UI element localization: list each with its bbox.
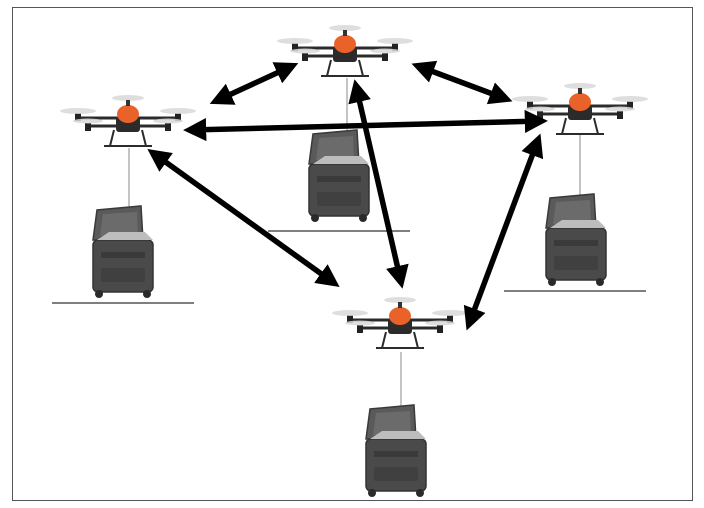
tethered-drone-icon	[58, 93, 198, 148]
tethered-drone-icon	[510, 81, 650, 136]
ground-case-icon	[545, 193, 607, 287]
ground-case-icon	[92, 205, 154, 299]
tethered-drone-icon	[330, 295, 470, 350]
link-arrow-left-top	[209, 62, 299, 105]
link-arrow-right-center	[463, 133, 544, 331]
ground-case-icon	[308, 129, 370, 223]
ground-case-icon	[365, 404, 427, 498]
link-arrow-left-center	[147, 148, 340, 288]
tethered-drone-icon	[275, 23, 415, 78]
link-arrow-top-right	[411, 60, 513, 105]
link-arrow-top-center	[348, 79, 409, 289]
diagram-frame	[12, 7, 693, 501]
